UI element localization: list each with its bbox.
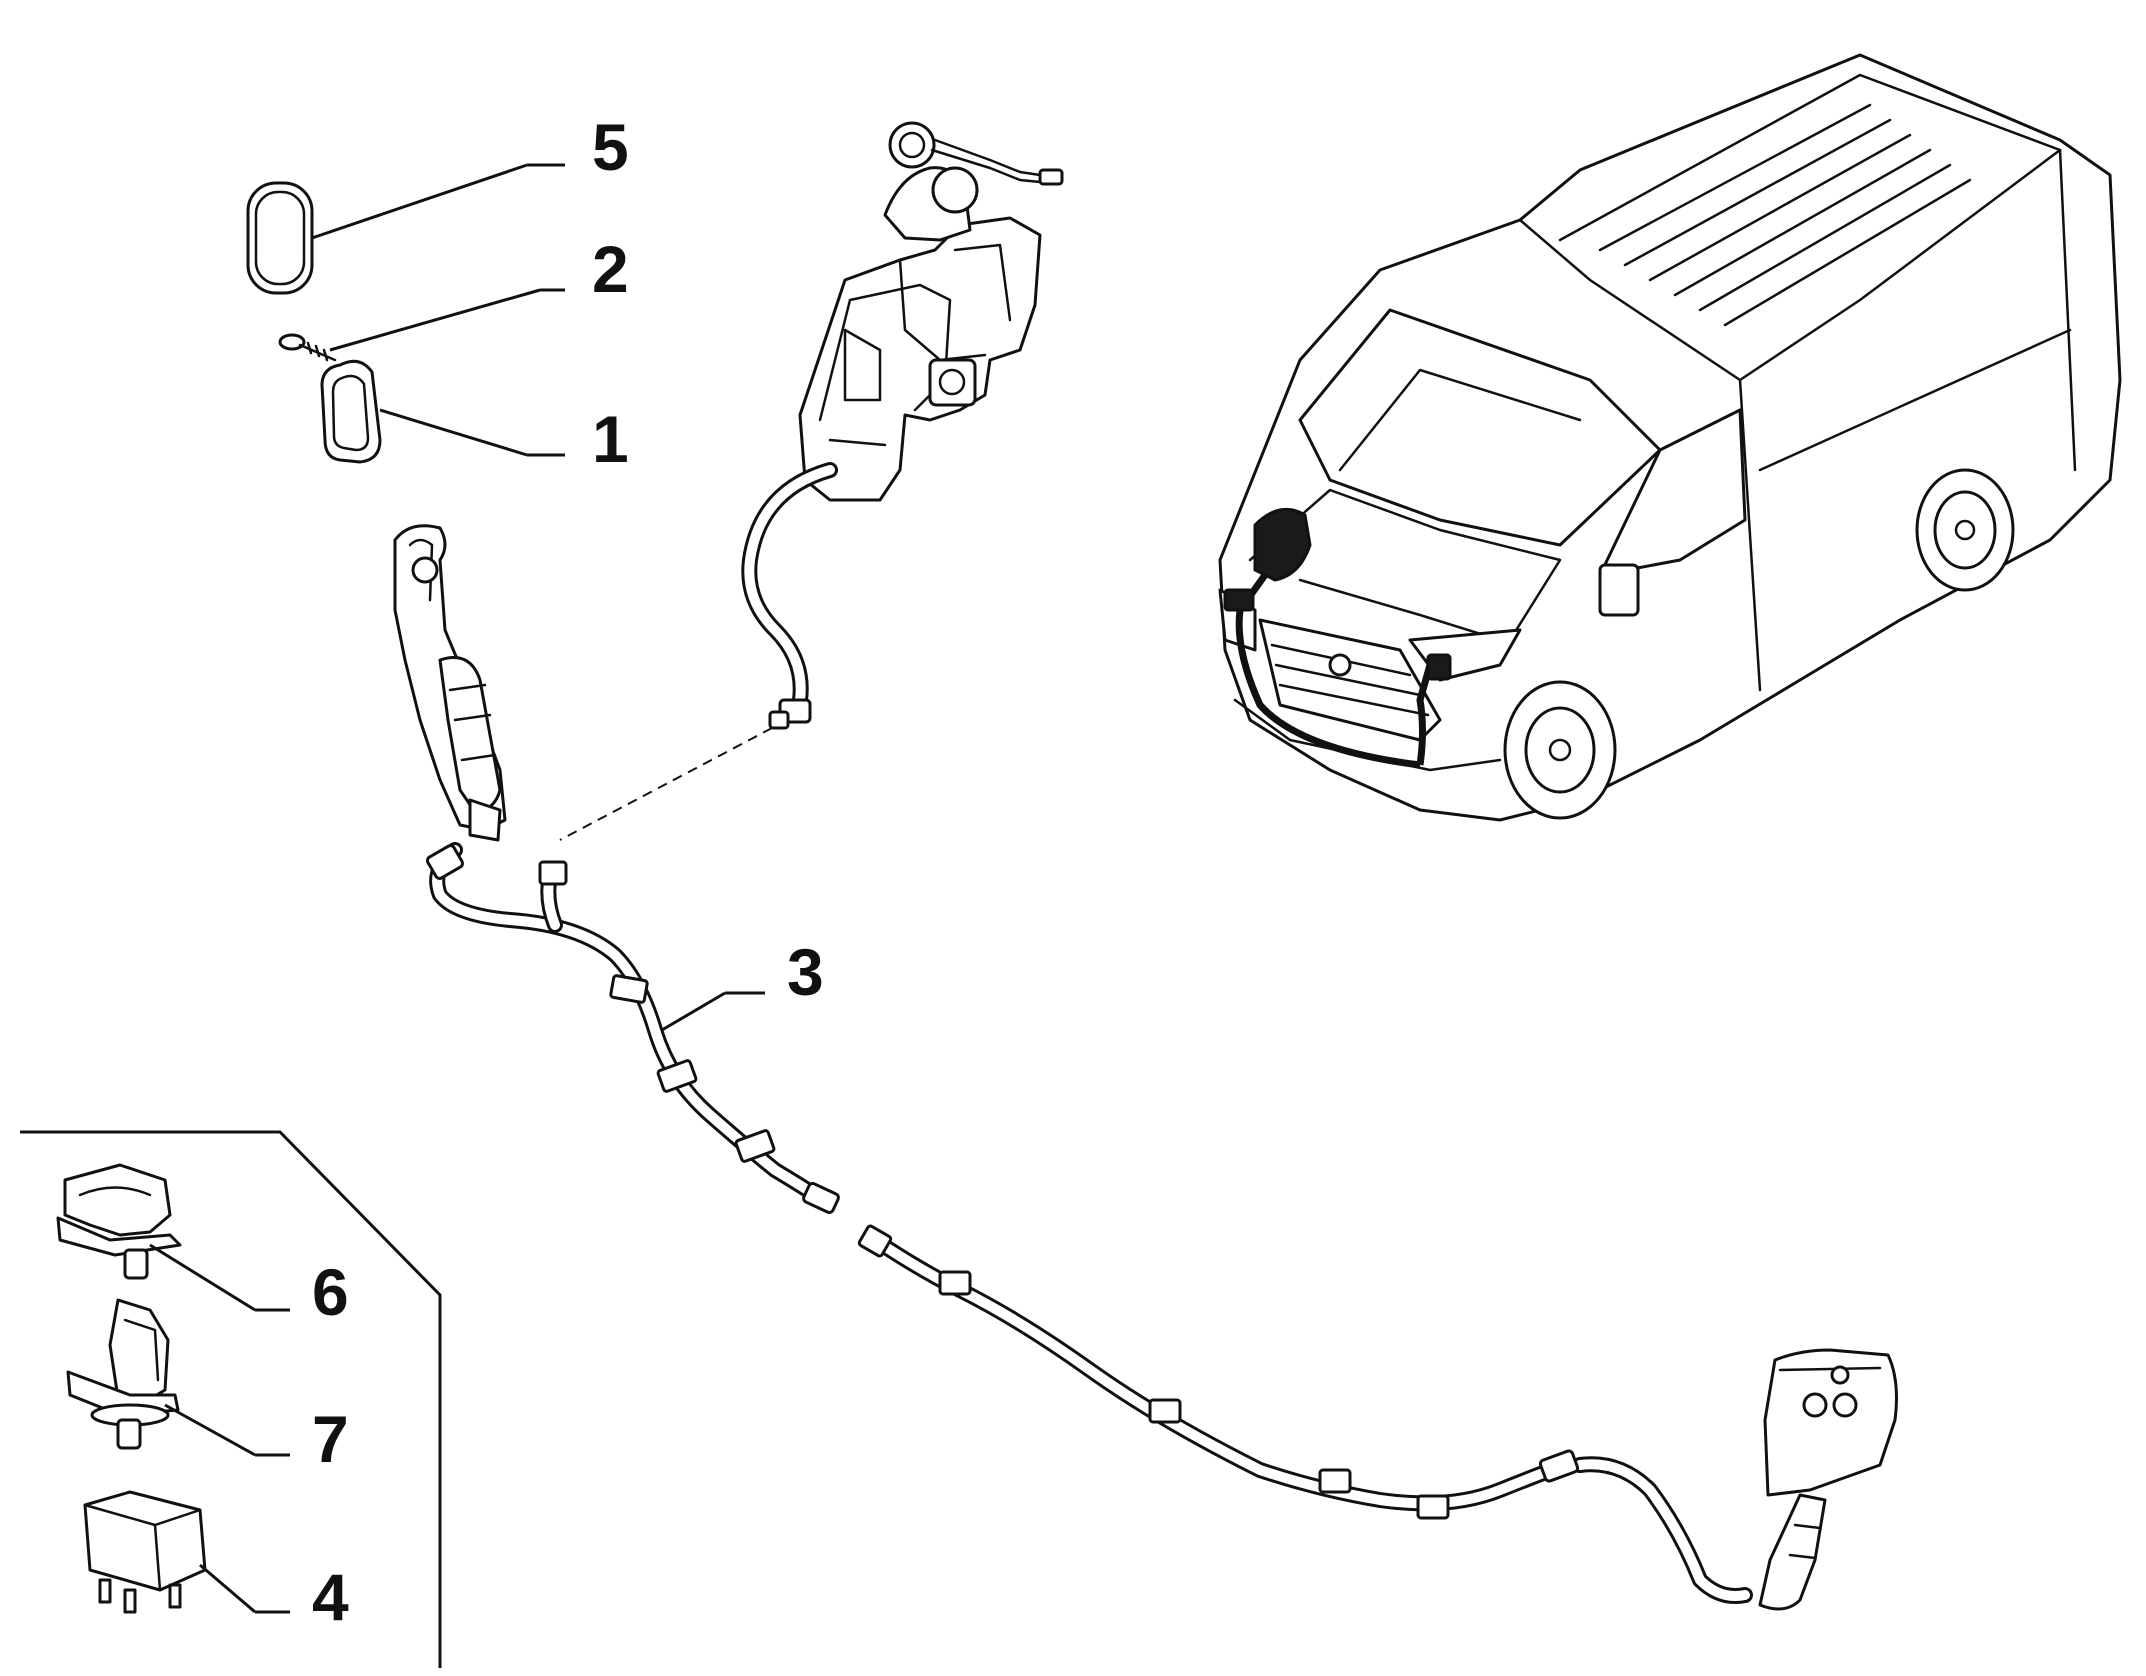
part-4-relay bbox=[83, 1490, 207, 1614]
part-1-gasket bbox=[320, 359, 382, 464]
callout-2: 2 bbox=[592, 232, 629, 306]
part-2-screw bbox=[278, 333, 337, 362]
leader-3 bbox=[661, 991, 726, 1032]
callout-7: 7 bbox=[312, 1402, 349, 1476]
leader-1 bbox=[379, 408, 528, 457]
right-washer-nozzle bbox=[1758, 1348, 1898, 1611]
part-6-clip bbox=[56, 1163, 182, 1280]
leader-7 bbox=[164, 1403, 256, 1457]
leader-5 bbox=[311, 163, 528, 240]
part-3-hose bbox=[425, 842, 840, 1215]
washer-reservoir bbox=[798, 121, 1064, 502]
inset-border bbox=[20, 1130, 442, 1668]
callout-3: 3 bbox=[787, 935, 824, 1009]
lower-hose bbox=[857, 1224, 1753, 1604]
leader-6 bbox=[149, 1243, 256, 1312]
leader-4 bbox=[199, 1563, 256, 1614]
van-illustration bbox=[1218, 53, 2122, 822]
leader-2 bbox=[329, 288, 541, 352]
callout-6: 6 bbox=[312, 1255, 349, 1329]
callout-5: 5 bbox=[592, 110, 629, 184]
callout-4: 4 bbox=[312, 1560, 349, 1634]
part-7-clip bbox=[66, 1298, 180, 1450]
callout-1: 1 bbox=[592, 402, 629, 476]
left-washer-nozzle bbox=[393, 524, 507, 842]
reservoir-hose bbox=[741, 462, 838, 708]
part-5-cap bbox=[246, 181, 314, 295]
